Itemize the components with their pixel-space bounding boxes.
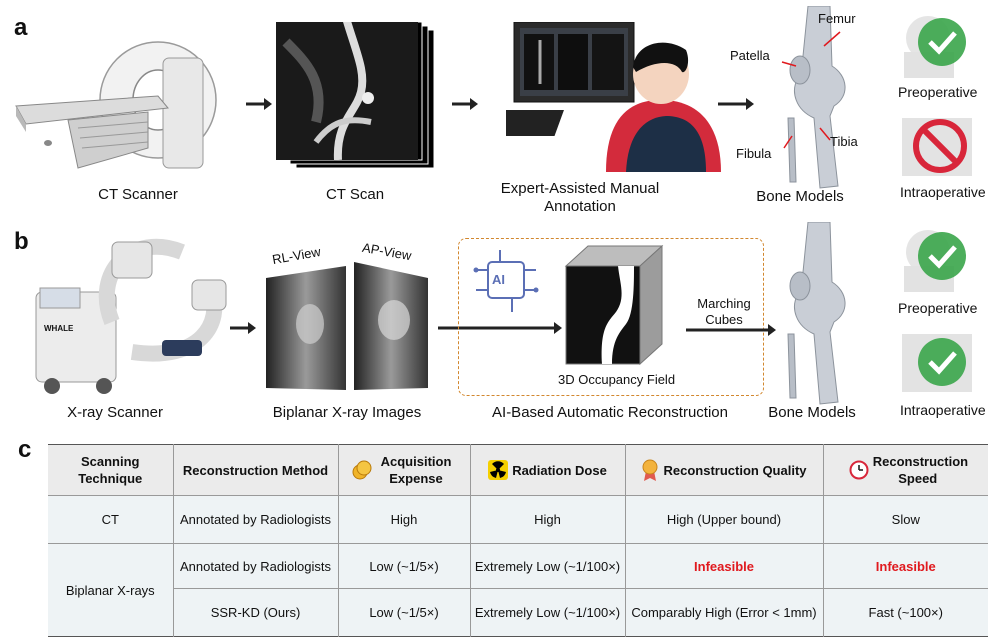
annotation-label: Expert-Assisted Manual Annotation — [500, 180, 660, 215]
arrow-icon — [718, 98, 754, 110]
arrow-icon — [452, 98, 478, 110]
check-icon — [904, 16, 966, 78]
arrow-icon — [230, 322, 256, 334]
fibula-label: Fibula — [736, 146, 772, 161]
check-icon — [902, 334, 972, 392]
femur-label: Femur — [818, 11, 856, 26]
clock-icon — [849, 460, 869, 480]
bone-models-label-b: Bone Models — [768, 404, 856, 421]
cell-technique: CT — [48, 495, 174, 544]
biplanar-label: Biplanar X-ray Images — [272, 404, 422, 421]
xray-scanner-label: X-ray Scanner — [67, 404, 163, 421]
cell-method: Annotated by Radiologists — [173, 495, 339, 544]
cell-expense: High — [338, 495, 471, 544]
header-reconstruction-speed: Reconstruction Speed — [823, 444, 988, 496]
bone-models-label-a: Bone Models — [756, 188, 844, 205]
panel-label-b: b — [14, 228, 29, 255]
header-reconstruction-method: Reconstruction Method — [173, 444, 339, 496]
table-row: Biplanar X-rays Annotated by Radiologist… — [48, 543, 988, 637]
cell-expense: Low (~1/5×) — [338, 543, 471, 589]
cell-speed: Infeasible — [823, 543, 988, 589]
bone-model-illustration — [781, 6, 846, 189]
arrow-icon — [246, 98, 272, 110]
bone-model-illustration — [787, 222, 846, 405]
cell-technique: Biplanar X-rays — [48, 543, 174, 637]
expert-annotator-illustration — [506, 22, 721, 172]
xray-scanner-illustration — [35, 238, 227, 394]
table-row: CT Annotated by Radiologists High High H… — [48, 495, 988, 544]
biplanar-xray-images — [266, 262, 428, 390]
panel-label-a: a — [14, 14, 28, 41]
ct-scanner-label: CT Scanner — [98, 186, 178, 203]
cell-method: SSR-KD (Ours) — [173, 588, 339, 637]
panel-label-c: c — [18, 436, 32, 463]
ct-scan-label: CT Scan — [325, 186, 385, 203]
ct-scan-stack — [276, 22, 435, 169]
preoperative-label-b: Preoperative — [898, 300, 978, 316]
brand-label: WHALE — [44, 324, 74, 333]
header-reconstruction-speed-text: Reconstruction Speed — [872, 454, 969, 486]
occupancy-label: 3D Occupancy Field — [558, 372, 676, 387]
comparison-table: Scanning Technique Reconstruction Method… — [48, 444, 988, 637]
header-acquisition-expense-text: Acquisition Expense — [380, 454, 452, 486]
cell-quality: High (Upper bound) — [625, 495, 824, 544]
preoperative-label-a: Preoperative — [898, 84, 978, 100]
check-icon — [904, 230, 966, 292]
ai-reconstruction-box — [458, 238, 764, 396]
ai-chip-label: AI — [492, 272, 505, 287]
cell-quality: Infeasible — [625, 543, 824, 589]
table-header-row: Scanning Technique Reconstruction Method… — [48, 444, 988, 496]
header-reconstruction-quality-text: Reconstruction Quality — [663, 462, 807, 478]
cell-dose: High — [470, 495, 626, 544]
cell-method: Annotated by Radiologists — [173, 543, 339, 589]
medal-icon — [642, 459, 658, 481]
marching-cubes-label: Marching Cubes — [697, 296, 751, 327]
header-radiation-dose: Radiation Dose — [470, 444, 626, 496]
ct-scanner-illustration — [15, 41, 217, 169]
cell-dose: Extremely Low (~1/100×) — [470, 588, 626, 637]
ai-chip-icon — [473, 250, 539, 312]
cell-speed: Slow — [823, 495, 988, 544]
header-radiation-dose-text: Radiation Dose — [512, 462, 607, 478]
cell-dose: Extremely Low (~1/100×) — [470, 543, 626, 589]
intraoperative-label-a: Intraoperative — [900, 184, 986, 200]
patella-label: Patella — [730, 48, 770, 63]
ai-recon-label: AI-Based Automatic Reconstruction — [492, 404, 728, 421]
table-row: SSR-KD (Ours) Low (~1/5×) Extremely Low … — [48, 588, 988, 637]
intraoperative-label-b: Intraoperative — [900, 402, 986, 418]
radiation-icon — [488, 460, 509, 480]
forbidden-icon — [902, 118, 972, 176]
cell-expense: Low (~1/5×) — [338, 588, 471, 637]
occupancy-cube — [564, 244, 664, 366]
cell-quality: Comparably High (Error < 1mm) — [625, 588, 824, 637]
cell-speed: Fast (~100×) — [823, 588, 988, 637]
tibia-label: Tibia — [830, 134, 858, 149]
arrow-icon — [686, 324, 776, 336]
header-scanning-technique: Scanning Technique — [48, 444, 174, 496]
arrow-icon — [438, 322, 562, 334]
coins-icon — [352, 460, 372, 480]
header-reconstruction-quality: Reconstruction Quality — [625, 444, 824, 496]
header-acquisition-expense: Acquisition Expense — [338, 444, 471, 496]
